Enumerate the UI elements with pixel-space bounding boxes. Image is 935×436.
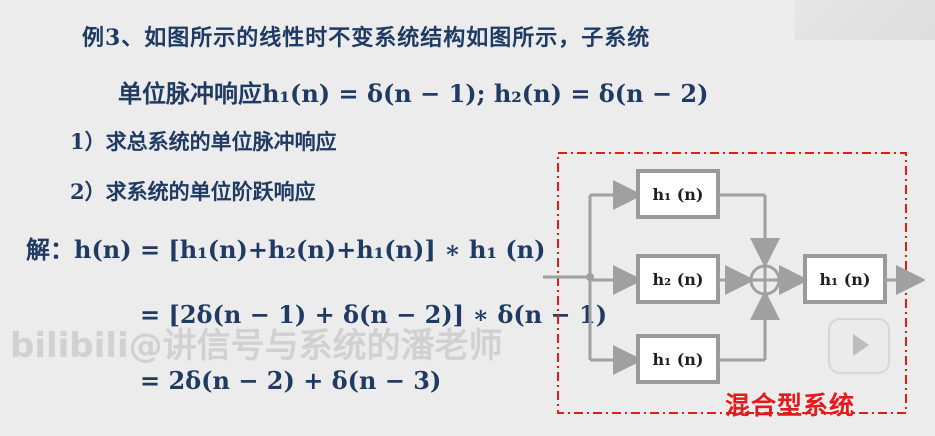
background-decoration: [795, 0, 935, 40]
block-h1-top: [636, 169, 720, 219]
play-icon: [828, 318, 890, 374]
mixed-system-label: 混合型系统: [725, 391, 856, 420]
solution-line-1: 解：h(n) = [h₁(n)+h₂(n)+h₁(n)] ∗ h₁ (n): [26, 235, 546, 264]
block-h1-right: [803, 254, 887, 304]
question-2: 2）求系统的单位阶跃响应: [70, 179, 316, 204]
system-diagram: h₁ (n) h₂ (n) h₁ (n) h₁ (n): [543, 152, 925, 414]
solution-line-2: = [2δ(n − 1) + δ(n − 2)] ∗ δ(n − 1): [140, 300, 608, 329]
impulse-responses: 单位脉冲响应h₁(n) = δ(n − 1); h₂(n) = δ(n − 2): [118, 79, 709, 108]
block-h1-right-label: h₁ (n): [820, 270, 871, 289]
block-h2-label: h₂ (n): [653, 270, 704, 289]
block-h1-bottom-label: h₁ (n): [653, 350, 704, 369]
problem-title: 例3、如图所示的线性时不变系统结构如图所示，子系统: [82, 25, 651, 51]
question-1: 1）求总系统的单位脉冲响应: [70, 129, 337, 154]
solution-line-3: = 2δ(n − 2) + δ(n − 3): [140, 366, 442, 395]
block-h1-top-label: h₁ (n): [653, 185, 704, 204]
watermark: bilibili@讲信号与系统的潘老师: [10, 326, 503, 366]
